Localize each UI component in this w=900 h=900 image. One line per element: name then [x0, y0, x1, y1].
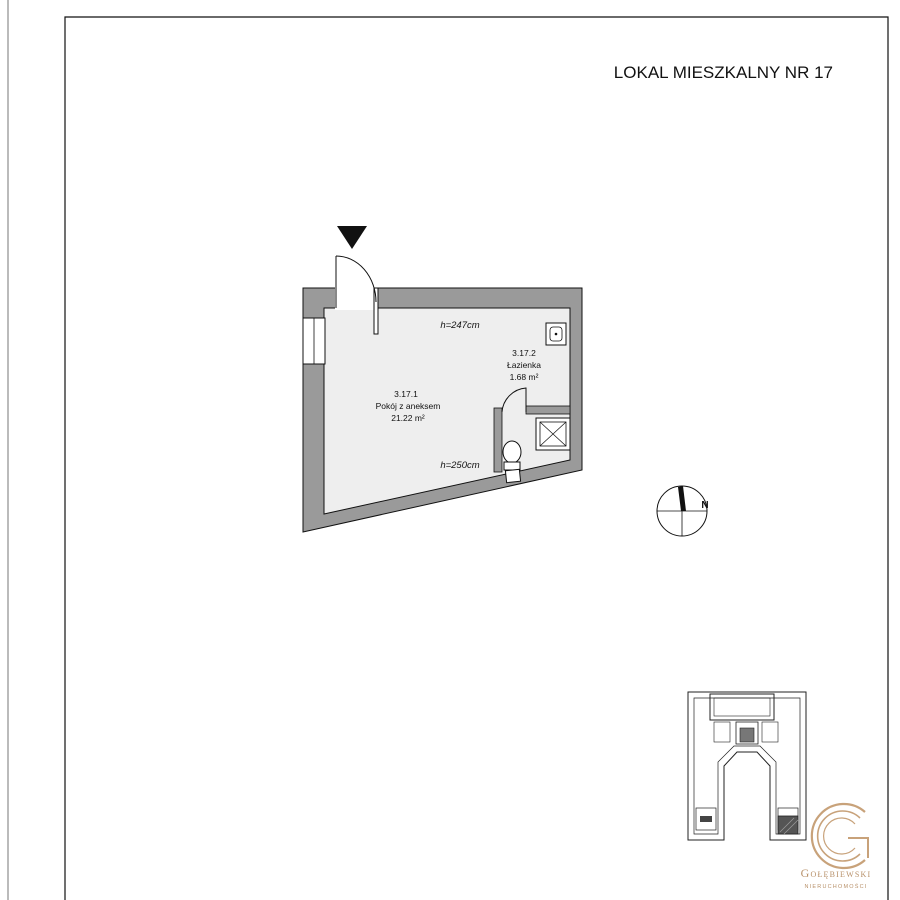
compass-north-label: N: [701, 500, 708, 511]
key-plan: [687, 691, 807, 841]
height-top: h=247cm: [440, 320, 479, 331]
entrance-opening: [335, 286, 377, 310]
room-1-name: Pokój z aneksem: [376, 401, 441, 411]
bathroom-wall-vertical: [493, 407, 503, 473]
floor-plan: 3.17.1 Pokój z aneksem 21.22 m² 3.17.2 Ł…: [302, 226, 583, 533]
room-2-number: 3.17.2: [512, 348, 536, 358]
logo-tagline: NIERUCHOMOŚCI: [805, 882, 868, 890]
height-bottom: h=250cm: [440, 460, 479, 471]
room-1-number: 3.17.1: [394, 389, 418, 399]
logo-g-mark: [810, 802, 869, 870]
bathroom-wall-horizontal: [525, 405, 571, 415]
sheet-title: LOKAL MIESZKALNY NR 17: [614, 63, 833, 82]
room-2-area: 1.68 m²: [510, 372, 539, 382]
compass-icon: N: [656, 485, 709, 537]
toilet-icon: [502, 440, 522, 484]
logo-name: Gołębiewski: [801, 866, 872, 880]
room-2-name: Łazienka: [507, 360, 541, 370]
entrance-door-swing: [335, 255, 377, 303]
room-1-area: 21.22 m²: [391, 413, 425, 423]
company-logo: Gołębiewski NIERUCHOMOŚCI: [801, 802, 872, 890]
sheet-frame: [64, 16, 889, 900]
washbasin-icon: [545, 322, 567, 346]
entrance-arrow-icon: [337, 226, 367, 249]
entrance-door-leaf: [373, 287, 379, 335]
shower-icon: [535, 417, 571, 451]
bathroom-door-swing: [501, 387, 527, 413]
